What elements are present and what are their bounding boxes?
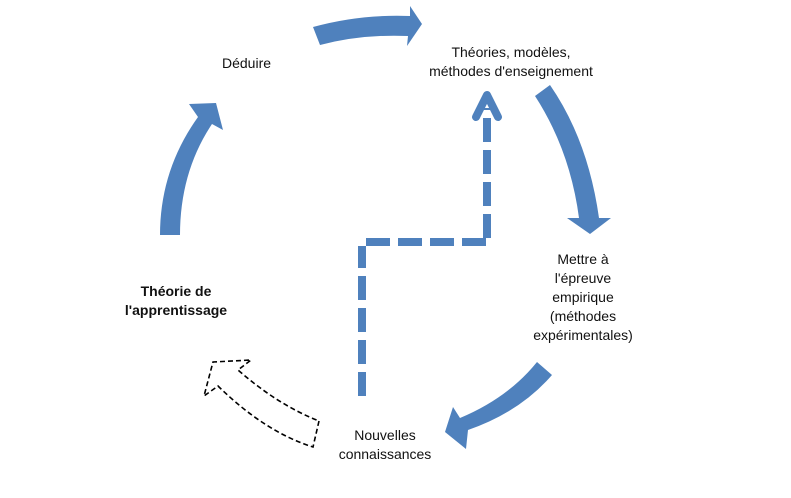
node-label-line: Nouvelles [354, 427, 416, 443]
node-label-line: empirique [552, 289, 614, 305]
node-label-line: l'apprentissage [124, 302, 228, 318]
node-mettre-a-l-epreuve: Mettre à l'épreuve empirique (méthodes e… [518, 250, 648, 345]
node-theorie-apprentissage: Théorie de l'apprentissage [112, 282, 240, 320]
node-label-line: Mettre à [557, 251, 609, 267]
node-label-line: méthodes d'enseignement [429, 63, 593, 79]
node-label-line: (méthodes [549, 308, 617, 324]
node-label-line: expérimentales) [533, 327, 633, 343]
node-theories: Théories, modèles, méthodes d'enseigneme… [406, 43, 616, 81]
arrow-theories-to-mettre [535, 85, 611, 234]
node-label-line: Théorie de [140, 283, 212, 299]
node-deduire: Déduire [222, 54, 271, 73]
arrow-deduire-to-theories [313, 6, 422, 46]
node-label-line: Théories, modèles, [451, 44, 571, 60]
dashed-connector-nouvelles-to-theories [358, 91, 502, 396]
arrow-theorie-to-deduire [160, 103, 223, 235]
dashed-connector-arrowhead [472, 91, 502, 121]
node-label-line: connaissances [338, 446, 432, 462]
node-nouvelles-connaissances: Nouvelles connaissances [325, 426, 445, 464]
arrow-nouvelles-to-theorie-dashed [202, 359, 320, 449]
node-label-line: Déduire [222, 55, 272, 71]
arrow-mettre-to-nouvelles [445, 362, 552, 449]
node-label-line: l'épreuve [554, 270, 612, 286]
